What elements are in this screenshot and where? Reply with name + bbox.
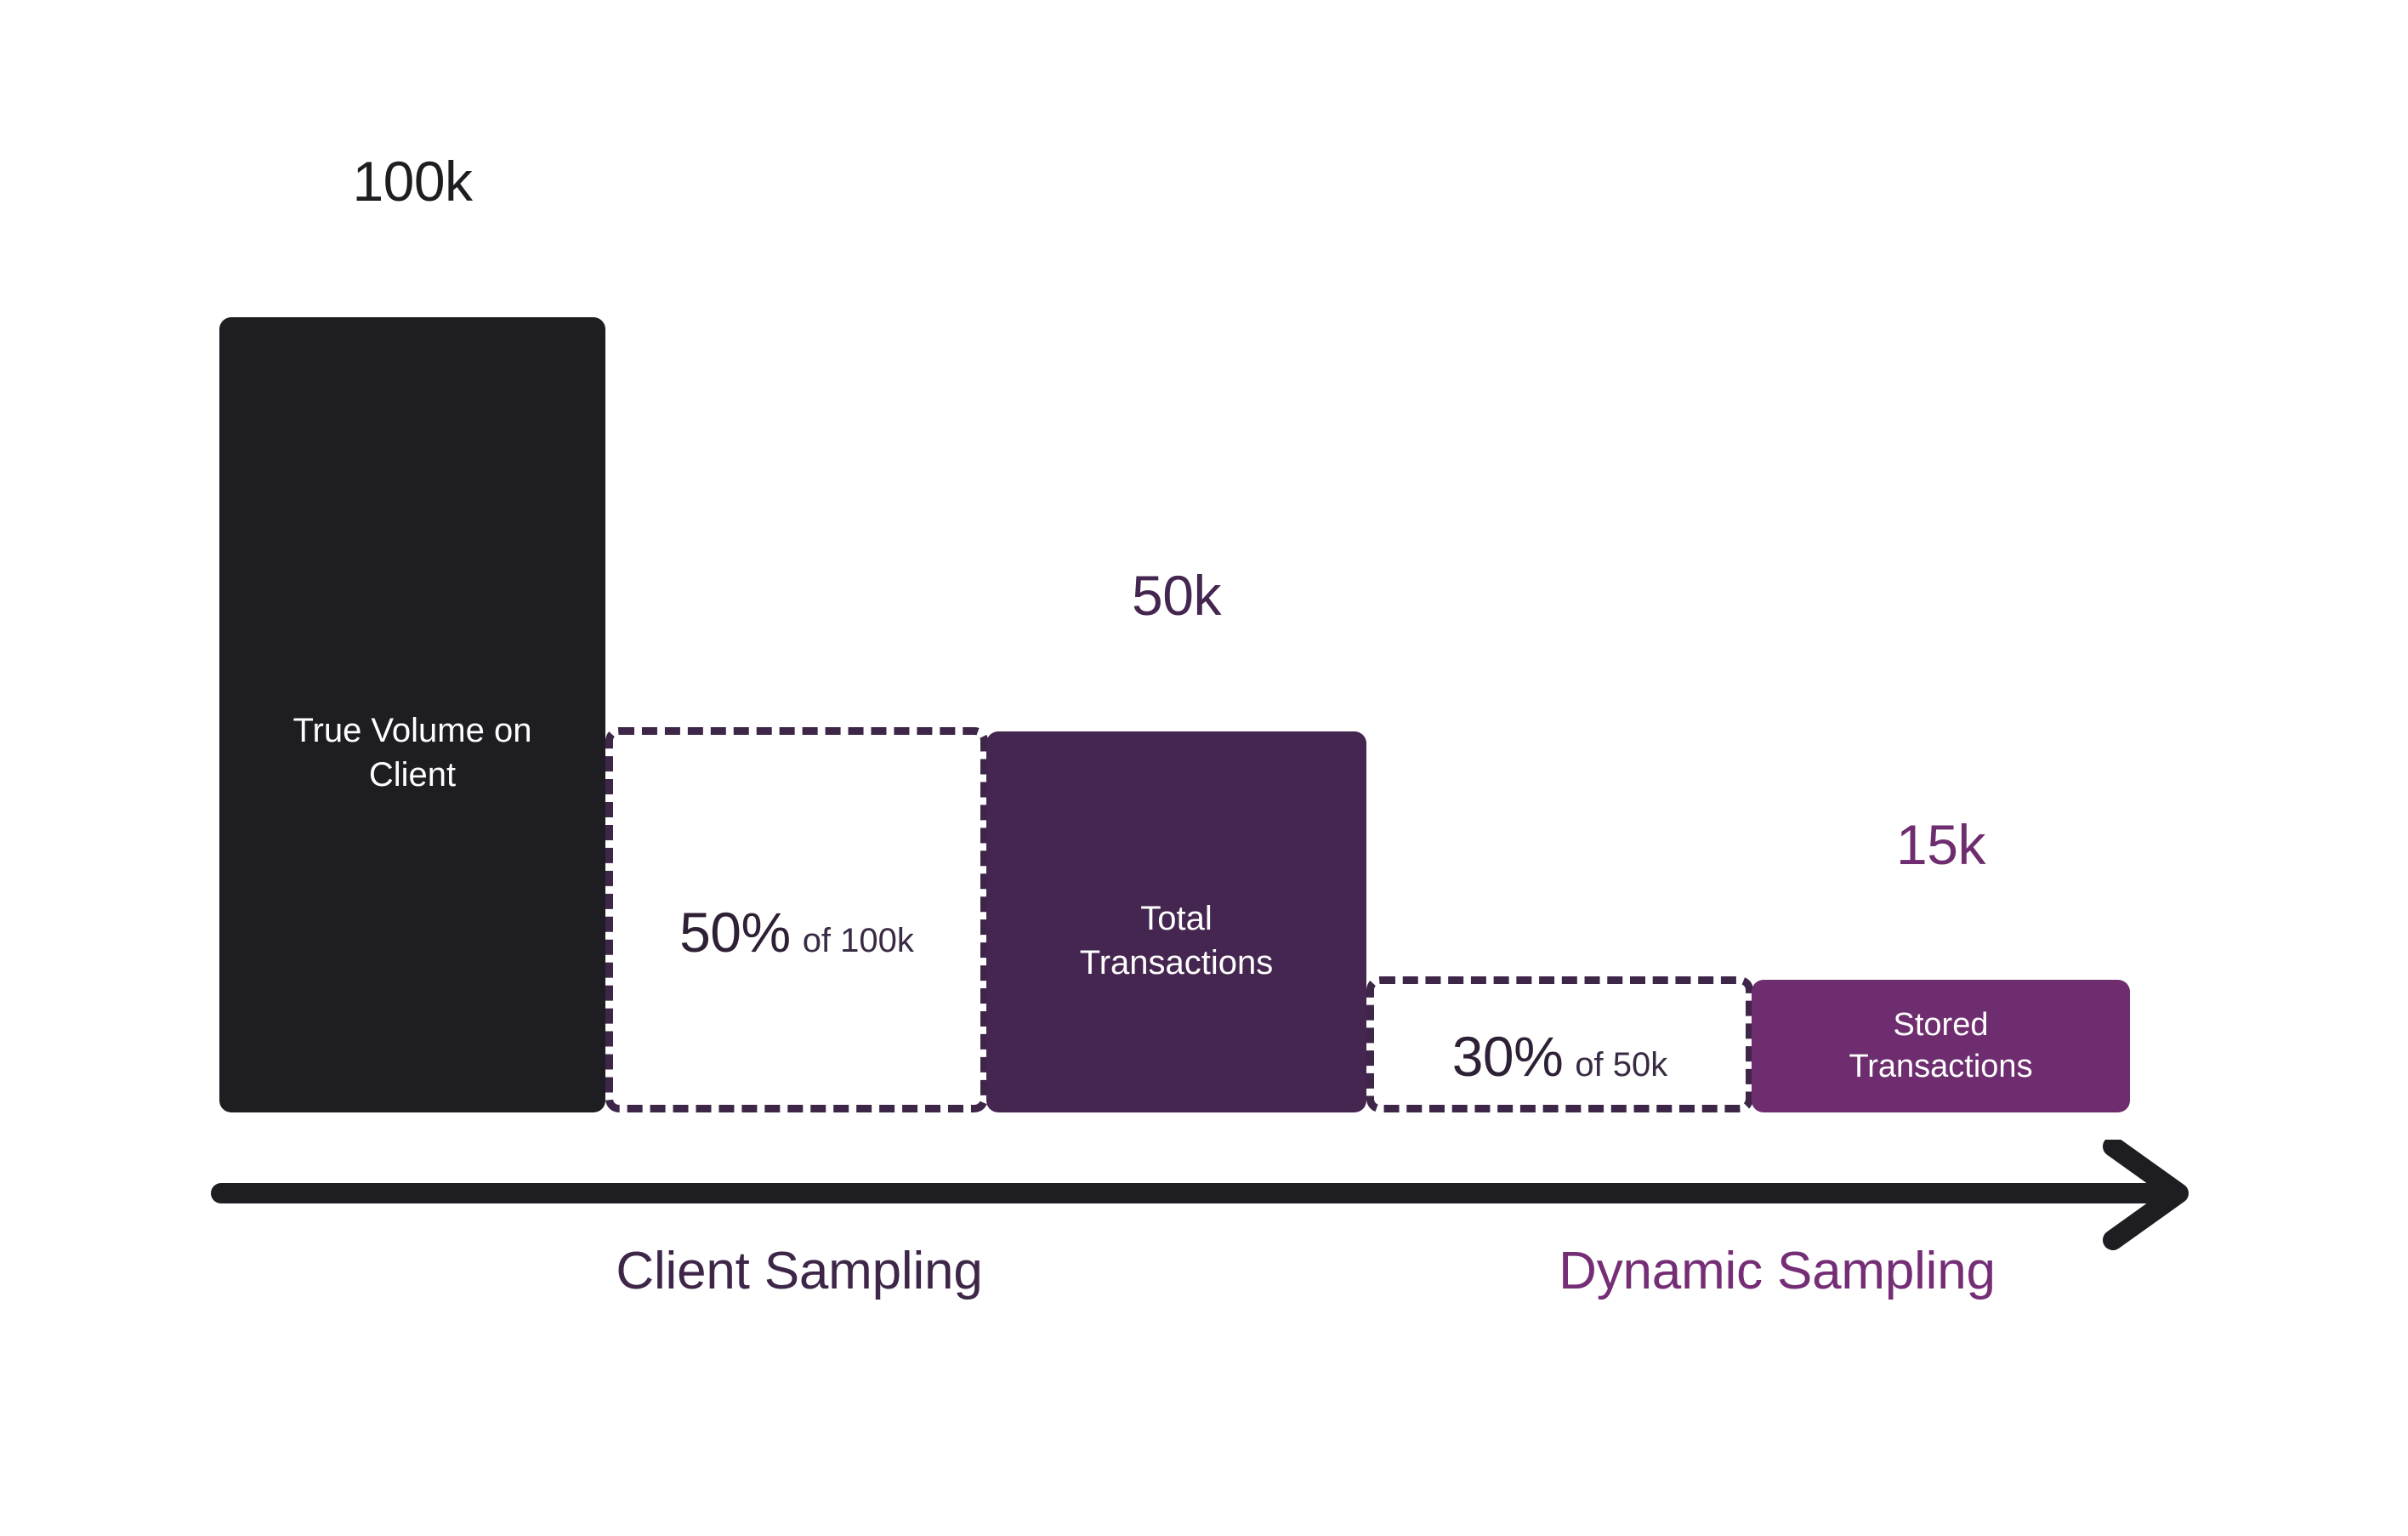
arrow-right-icon (211, 1140, 2189, 1250)
value-label-true-volume: 100k (352, 150, 473, 213)
bar-label-stored-transactions-line2: Transactions (1849, 1049, 2033, 1084)
stage-label-dynamic-sampling: Dynamic Sampling (1559, 1242, 1996, 1300)
dynamic-sampling-base: of 50k (1575, 1046, 1668, 1084)
sampling-box-dynamic: 30% of 50k (1366, 976, 1753, 1112)
bar-true-volume-on-client: True Volume on Client (219, 317, 605, 1112)
client-sampling-percent: 50% (679, 900, 791, 964)
axis-arrowhead (2103, 1140, 2189, 1250)
sampling-box-client: 50% of 100k (605, 727, 988, 1112)
bar-label-total-transactions-line1: Total (1140, 900, 1213, 937)
client-sampling-rate: 50% of 100k (679, 900, 914, 964)
bar-label-stored-transactions: Stored Transactions (1849, 1004, 2032, 1089)
value-label-total-transactions: 50k (1132, 564, 1221, 627)
dynamic-sampling-percent: 30% (1451, 1025, 1564, 1088)
bar-label-total-transactions: Total Transactions (1080, 896, 1274, 985)
bar-label-stored-transactions-line1: Stored (1893, 1006, 1989, 1043)
bar-total-transactions: Total Transactions (986, 731, 1366, 1112)
client-sampling-base: of 100k (802, 921, 914, 959)
bar-stored-transactions: Stored Transactions (1752, 980, 2130, 1112)
stage-label-client-sampling: Client Sampling (616, 1242, 983, 1300)
bar-label-true-volume-line1: True Volume on (292, 711, 532, 749)
dynamic-sampling-rate: 30% of 50k (1452, 1024, 1668, 1089)
bar-label-true-volume-line2: Client (368, 755, 457, 794)
value-label-stored-transactions: 15k (1896, 813, 1985, 876)
bar-label-true-volume: True Volume on Client (293, 708, 532, 797)
bar-label-total-transactions-line2: Transactions (1079, 944, 1274, 981)
